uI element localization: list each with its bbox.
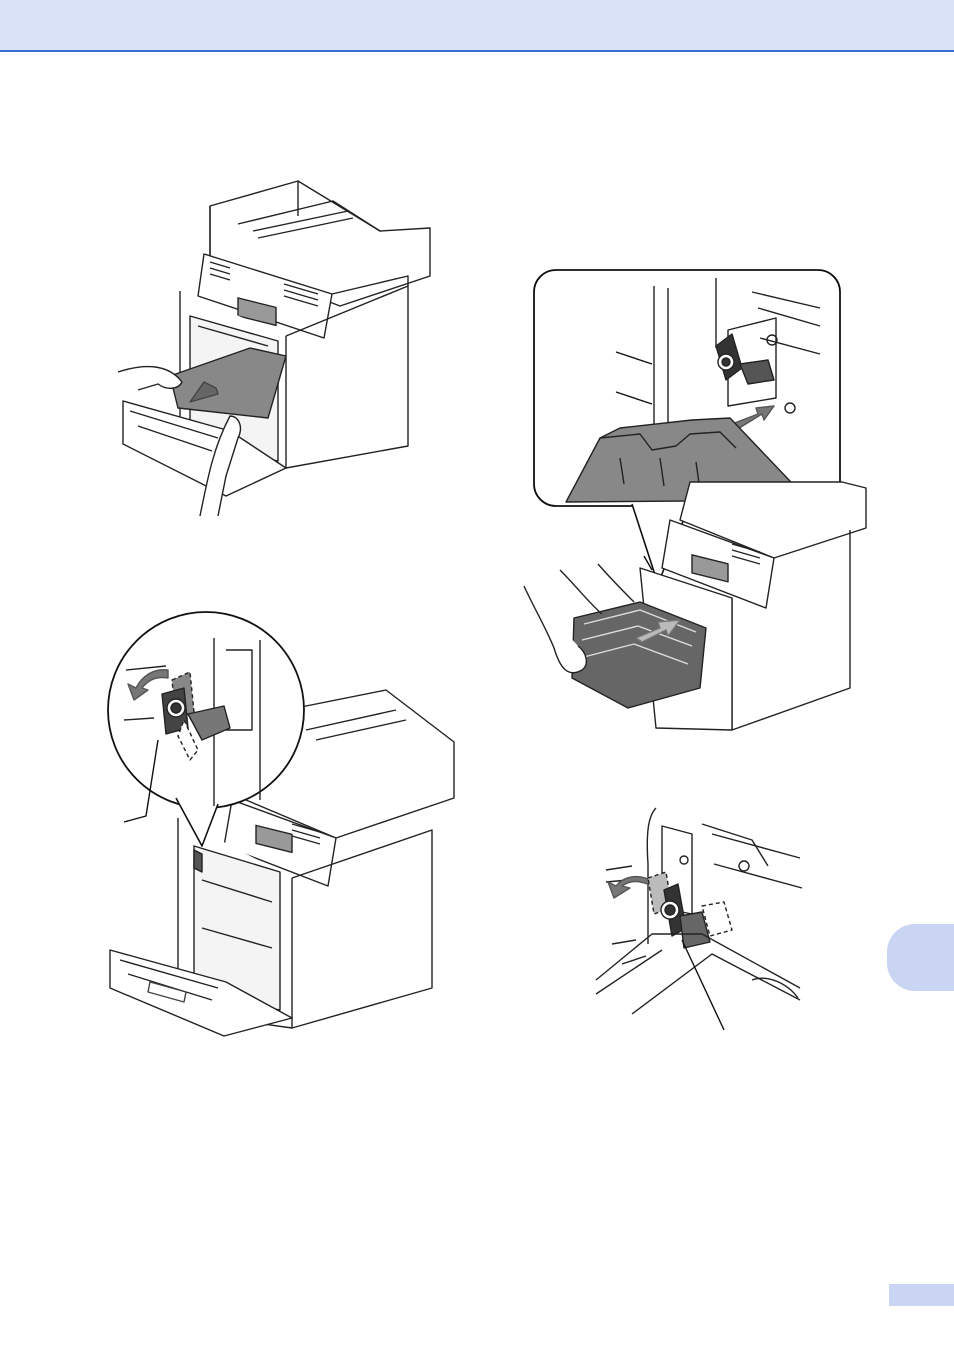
insert-drum-illustration — [520, 268, 870, 740]
page-number-tab — [889, 1284, 954, 1306]
page-header-band — [0, 0, 954, 52]
drum-lever-locked-illustration — [592, 804, 808, 1036]
drum-lever-unlocked-illustration — [106, 610, 468, 1038]
chapter-tab — [887, 924, 954, 991]
remove-paper-illustration — [118, 176, 438, 516]
